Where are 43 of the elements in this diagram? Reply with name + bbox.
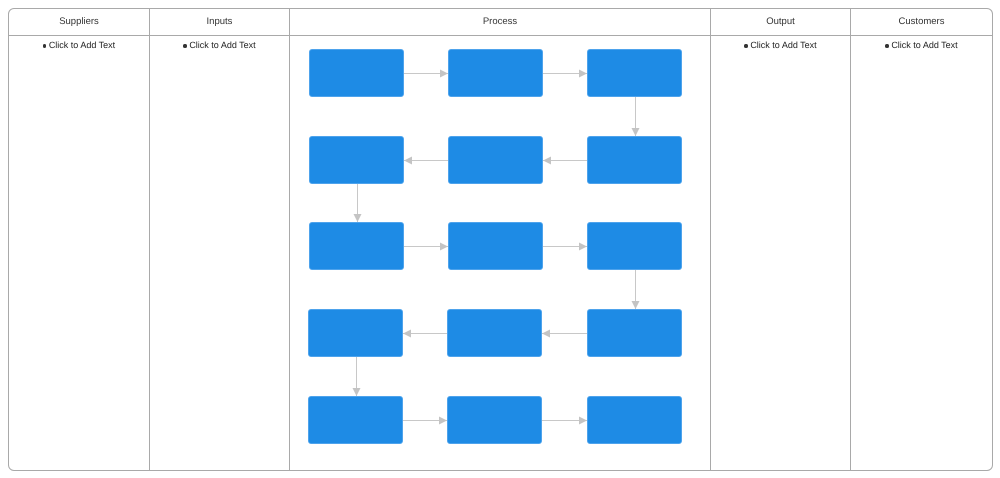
process-box xyxy=(587,136,682,184)
arrow xyxy=(632,270,640,310)
column-heading: Process xyxy=(290,9,710,36)
arrow xyxy=(402,416,448,424)
process-box xyxy=(587,222,682,270)
arrow xyxy=(352,356,360,396)
arrow xyxy=(542,330,588,338)
arrow xyxy=(404,70,448,78)
arrow xyxy=(402,330,448,338)
list-item-text: Click to Add Text xyxy=(891,40,958,51)
swimlane-column xyxy=(851,8,993,471)
process-box xyxy=(308,309,403,357)
arrow xyxy=(404,242,448,250)
column-heading: Output xyxy=(711,9,850,36)
arrow xyxy=(542,242,588,250)
process-box xyxy=(587,49,682,97)
process-box xyxy=(309,136,404,184)
swimlane-column xyxy=(8,8,150,471)
list-item-text: Click to Add Text xyxy=(189,40,256,51)
column-heading: Inputs xyxy=(150,9,289,36)
arrow xyxy=(354,184,362,222)
swimlane-column xyxy=(150,8,290,471)
arrow xyxy=(542,70,588,78)
arrow xyxy=(632,96,640,136)
process-box xyxy=(309,222,404,270)
process-box xyxy=(587,396,682,444)
process-box xyxy=(447,309,542,357)
arrow xyxy=(542,416,588,424)
column-heading: Customers xyxy=(851,9,992,36)
process-box xyxy=(447,396,542,444)
list-item-text: Click to Add Text xyxy=(48,40,116,51)
swimlane-column xyxy=(711,8,851,471)
process-box xyxy=(448,136,543,184)
process-box xyxy=(448,49,543,97)
arrow xyxy=(404,156,448,164)
list-item-text: Click to Add Text xyxy=(750,40,817,51)
process-box xyxy=(309,49,404,97)
process-box xyxy=(587,309,682,357)
column-heading: Suppliers xyxy=(9,9,149,36)
process-box xyxy=(448,222,543,270)
process-box xyxy=(308,396,403,444)
swimlane-column xyxy=(290,8,711,471)
arrow xyxy=(542,156,588,164)
